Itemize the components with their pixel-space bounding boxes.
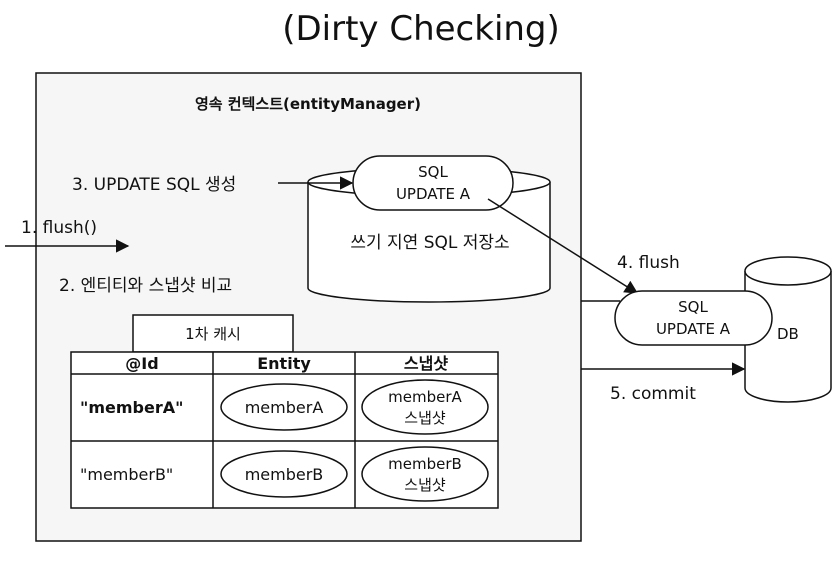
row-b-entity: memberB (245, 465, 324, 484)
row-a-snapshot-line2: 스냅샷 (404, 409, 446, 427)
flushed-sql-pill: SQL UPDATE A (614, 290, 773, 346)
row-b-snapshot-oval (361, 446, 489, 502)
header-id: @Id (125, 354, 158, 373)
row-b-snapshot-line1: memberB (388, 455, 462, 473)
step-4-label: 4. flush (617, 253, 680, 273)
step-3-label: 3. UPDATE SQL 생성 (72, 175, 236, 195)
write-store-label: 쓰기 지연 SQL 저장소 (350, 233, 509, 253)
diagram-title: (Dirty Checking) (282, 9, 560, 49)
step-5-label: 5. commit (610, 384, 696, 404)
flushed-sql-line1: SQL (678, 298, 708, 316)
row-a-snapshot-line1: memberA (388, 388, 462, 406)
db-label: DB (777, 325, 799, 343)
persistence-context-label: 영속 컨텍스트(entityManager) (195, 95, 421, 113)
cache-table: @Id Entity 스냅샷 "memberA" memberA memberA… (70, 351, 499, 509)
row-a-id: "memberA" (80, 398, 183, 417)
sql-pill-line1: SQL (418, 163, 448, 181)
header-snapshot: 스냅샷 (404, 354, 448, 373)
first-level-cache-title: 1차 캐시 (185, 325, 241, 343)
row-b-snapshot-line2: 스냅샷 (404, 476, 446, 494)
row-a-entity-oval (220, 383, 348, 431)
step-1-label: 1. flush() (21, 218, 97, 238)
row-a-entity: memberA (245, 398, 324, 417)
row-b-entity-oval (220, 450, 348, 498)
sql-update-a-pill: SQL UPDATE A (352, 155, 514, 211)
sql-pill-line2: UPDATE A (396, 185, 471, 203)
row-a-snapshot-oval (361, 379, 489, 435)
flushed-sql-line2: UPDATE A (656, 320, 731, 338)
header-entity: Entity (257, 354, 311, 373)
step-2-label: 2. 엔티티와 스냅샷 비교 (59, 276, 232, 296)
step-4-arrow (487, 198, 639, 294)
row-b-id: "memberB" (80, 465, 173, 484)
